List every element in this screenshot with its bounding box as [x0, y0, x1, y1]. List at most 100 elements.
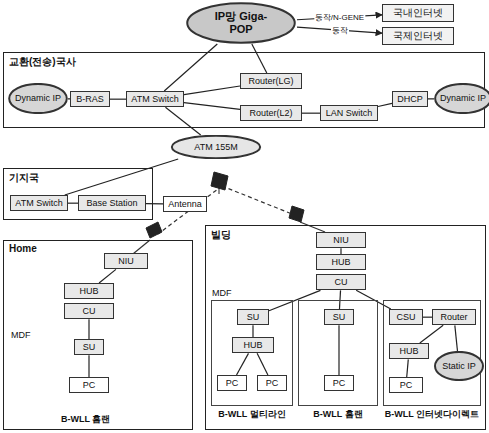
service-panel: B-WLL 홈랜SUPC: [298, 300, 378, 406]
equipment-box: ATM Switch: [126, 91, 184, 107]
network-link: [378, 103, 392, 106]
network-link: [420, 325, 443, 343]
cloud-shape: [187, 3, 295, 42]
network-link: [423, 317, 432, 318]
site-region: 교환(전송)국사Dynamic IPB-RASATM SwitchRouter(…: [3, 52, 485, 128]
equipment-label: PC: [400, 380, 413, 390]
equipment-box: NIU: [104, 253, 148, 269]
service-caption: B-WLL 멀티라인: [217, 408, 286, 421]
equipment-box: CU: [316, 274, 366, 290]
equipment-label: Router(L2): [249, 108, 292, 118]
equipment-box: B-RAS: [70, 91, 110, 107]
region-heading: 기지국: [7, 171, 41, 185]
link-label: 동작: [331, 25, 349, 36]
equipment-box: Base Station: [78, 195, 146, 211]
region-heading: 빌딩: [209, 228, 233, 242]
equipment-label: CSU: [396, 312, 415, 322]
site-region: 기지국 ATM Switch Base Station: [3, 168, 153, 220]
network-link: [252, 44, 267, 73]
equipment-label: SU: [83, 342, 96, 352]
equipment-box: NIU: [316, 232, 366, 248]
equipment-label: LAN Switch: [326, 108, 373, 118]
equipment-box: SU: [74, 339, 104, 355]
equipment-label: ATM 155M: [194, 142, 237, 152]
cloud-shape: [172, 136, 260, 159]
equipment-label: HUB: [399, 346, 418, 356]
equipment-label: Antenna: [168, 199, 202, 209]
site-region: 빌딩 NIU HUB CU B-WLL 멀티라인 SU HUB PC PC B-WLL 홈랜 SU P…: [205, 225, 486, 430]
equipment-label: ATM Switch: [15, 198, 62, 208]
site-region: HomeNIU HUB CU SU PC: [3, 240, 193, 430]
equipment-label: Router: [440, 312, 467, 322]
equipment-box: SU: [237, 309, 269, 325]
cloud-shape: [435, 84, 489, 113]
equipment-label: PC: [226, 378, 239, 388]
equipment-box: SU: [324, 309, 354, 325]
equipment-label: DHCP: [397, 94, 423, 104]
equipment-box: HUB: [232, 337, 274, 353]
mdf-label: MDF: [211, 288, 233, 298]
network-link: [237, 353, 249, 375]
network-link: [184, 103, 240, 110]
antenna-mast: [219, 188, 220, 194]
region-heading: Home: [7, 243, 39, 254]
equipment-label: PC: [83, 380, 96, 390]
network-cloud: Dynamic IP: [8, 83, 68, 114]
equipment-box: 국내인터넷: [382, 4, 454, 22]
mdf-label: MDF: [10, 330, 32, 340]
network-link: [338, 325, 339, 375]
equipment-label: Base Station: [86, 198, 137, 208]
equipment-box: PC: [257, 375, 287, 391]
equipment-label: CU: [335, 277, 348, 287]
equipment-box: ATM Switch: [10, 195, 68, 211]
equipment-label: 국제인터넷: [393, 30, 443, 42]
equipment-label: 국내인터넷: [393, 7, 443, 19]
equipment-label: CU: [83, 306, 96, 316]
network-link: [428, 98, 434, 99]
network-link: [302, 113, 320, 114]
equipment-label: NIU: [333, 235, 349, 245]
service-caption: B-WLL 홈랜: [312, 408, 363, 421]
equipment-box: Router(LG): [240, 73, 302, 89]
network-cloud: ATM 155M: [170, 135, 262, 159]
network-link: [257, 353, 268, 375]
equipment-box: CSU: [389, 309, 423, 325]
equipment-box: Router(L2): [240, 105, 302, 121]
equipment-box: PC: [324, 375, 354, 391]
antenna-cable: [300, 222, 325, 232]
equipment-label: Static IP: [442, 361, 476, 371]
equipment-box: PC: [217, 375, 247, 391]
equipment-label: Dynamic IP: [15, 93, 61, 103]
network-link: [146, 203, 163, 204]
equipment-label: PC: [333, 378, 346, 388]
radio-link: [222, 186, 292, 214]
equipment-label: Router(LG): [248, 76, 293, 86]
equipment-label: Dynamic IP: [440, 93, 486, 103]
service-caption: B-WLL 홈랜: [60, 413, 111, 426]
radio-link: [158, 186, 222, 234]
network-link: [252, 325, 253, 337]
network-cloud: Static IP: [434, 351, 484, 381]
equipment-label: B-RAS: [76, 94, 104, 104]
equipment-box: Router: [432, 309, 476, 325]
equipment-label: PC: [266, 378, 279, 388]
equipment-label: HUB: [331, 257, 350, 267]
network-link: [407, 359, 409, 377]
antenna-symbol: [211, 172, 228, 190]
antenna-symbol: [146, 222, 162, 238]
equipment-label: ATM Switch: [131, 94, 178, 104]
equipment-label: HUB: [243, 340, 262, 350]
equipment-box: CU: [64, 303, 114, 319]
equipment-label: SU: [333, 312, 346, 322]
network-link: [68, 203, 78, 204]
cloud-shape: [9, 84, 67, 113]
link-label: 동작/N-GENE: [314, 12, 365, 23]
equipment-label: NIU: [118, 256, 134, 266]
network-link: [110, 99, 126, 100]
equipment-label: IP망 Giga-POP: [206, 10, 276, 35]
equipment-box: DHCP: [392, 91, 428, 107]
network-link: [99, 269, 116, 283]
equipment-label: HUB: [79, 286, 98, 296]
network-cloud: IP망 Giga-POP: [185, 2, 297, 44]
